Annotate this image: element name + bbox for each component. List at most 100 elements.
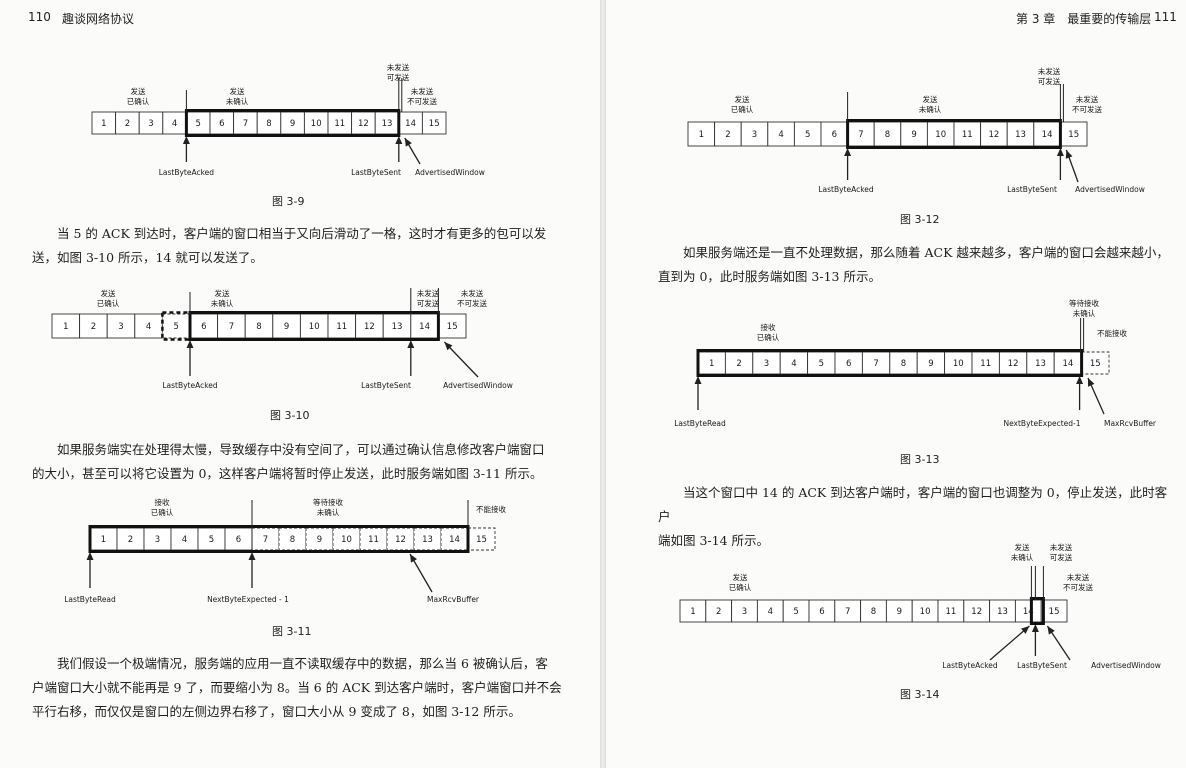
region-label: 可发送 [1038, 76, 1061, 86]
text-line: 平行右移，而仅仅是窗口的左侧边界右移了，窗口大小从 9 变成了 8，如图 3-1… [32, 704, 521, 719]
pointer-arrow-head [844, 148, 852, 156]
packet-number: 5 [195, 119, 200, 129]
region-label: 不能接收 [476, 504, 506, 514]
packet-cell [900, 121, 928, 147]
send-window-frame [1029, 597, 1045, 625]
region-label: 不可发送 [457, 298, 487, 308]
region-label: 未发送 [1038, 66, 1061, 76]
packet-number: 6 [832, 130, 837, 140]
book-gutter [600, 0, 606, 768]
packet-cell [272, 313, 301, 339]
packet-number: 3 [752, 130, 757, 140]
packet-number: 7 [858, 130, 863, 140]
pointer-arrow-head [1065, 150, 1073, 159]
pointer-arrow-head [182, 136, 190, 144]
pointer-arrow-head [407, 340, 415, 348]
packet-number: 11 [980, 359, 991, 369]
region-label: 已确认 [729, 582, 752, 592]
pointer-label: LastByteSent [361, 381, 411, 390]
figure-caption: 图 3-10 [270, 409, 310, 422]
packet-number: 2 [91, 322, 96, 332]
packet-number: 1 [709, 359, 714, 369]
packet-number: 4 [182, 535, 187, 545]
figure-caption: 图 3-9 [272, 195, 305, 208]
region-label: 未确认 [1073, 308, 1096, 318]
packet-cell [820, 121, 849, 147]
pointer-arrow-head [186, 340, 194, 348]
packet-number: 7 [229, 322, 234, 332]
pointer-arrow-head [1056, 148, 1064, 156]
paragraph: 如果服务端还是一直不处理数据，那么随着 ACK 越来越多，客户端的窗口会越来越小… [658, 241, 1178, 289]
packet-number: 12 [395, 535, 406, 545]
packet-number: 2 [125, 119, 130, 129]
pointer-arrow-head [404, 138, 412, 147]
region-label: 发送 [735, 94, 750, 104]
figure-caption: 图 3-14 [900, 688, 940, 701]
paragraph: 当这个窗口中 14 的 ACK 到达客户端时，客户端的窗口也调整为 0，停止发送… [658, 481, 1178, 553]
region-label: 未发送 [1076, 94, 1099, 104]
region-label: 未发送 [1067, 572, 1090, 582]
packet-cell [106, 313, 136, 339]
pointer-label: LastByteSent [351, 168, 401, 177]
packet-number: 13 [422, 535, 433, 545]
packet-number: 9 [911, 130, 916, 140]
packet-number: 3 [742, 607, 747, 617]
pointer-arrow-head [1088, 378, 1095, 387]
pointer-arrow-head [248, 552, 256, 560]
packet-number: 12 [988, 130, 999, 140]
packet-number: 13 [1015, 130, 1026, 140]
region-label: 可发送 [1050, 552, 1073, 562]
packet-number: 14 [405, 119, 416, 129]
region-label: 已确认 [97, 298, 120, 308]
packet-number: 6 [201, 322, 206, 332]
packet-number: 12 [364, 322, 375, 332]
packet-cell [714, 121, 742, 147]
pointer-arrow-head [86, 552, 94, 560]
packet-number: 9 [290, 119, 295, 129]
region-label: 未发送 [461, 288, 484, 298]
packet-cell [793, 121, 822, 147]
packet-number: 6 [236, 535, 241, 545]
region-label: 未确认 [226, 96, 249, 106]
packet-number: 5 [805, 130, 810, 140]
pointer-label: LastByteSent [1007, 185, 1057, 194]
region-label: 未发送 [411, 86, 434, 96]
text-line: 如果服务端实在处理得太慢，导致缓存中没有空间了，可以通过确认信息修改客户端窗口 [57, 442, 545, 457]
packet-number: 5 [793, 607, 798, 617]
pointer-label: NextByteExpected - 1 [207, 595, 289, 604]
packet-cell [926, 121, 955, 147]
chapter-title: 第 3 章 最重要的传输层 [1016, 12, 1152, 26]
packet-number: 15 [476, 535, 487, 545]
packet-number: 10 [935, 130, 946, 140]
region-label: 未确认 [211, 298, 234, 308]
region-label: 发送 [733, 572, 748, 582]
region-label: 发送 [131, 86, 146, 96]
packet-number: 14 [1062, 359, 1073, 369]
packet-number: 15 [447, 322, 458, 332]
region-label: 不可发送 [1063, 582, 1093, 592]
pointer-label: LastByteRead [674, 419, 726, 428]
packet-cell [687, 121, 716, 147]
packet-number: 14 [1023, 607, 1034, 617]
text-line: 户端窗口大小就不能再是 9 了，而要缩小为 8。当 6 的 ACK 到达客户端时… [32, 680, 562, 695]
packet-number: 8 [290, 535, 295, 545]
packet-number: 3 [155, 535, 160, 545]
pointer-arrow-head [1031, 624, 1039, 632]
pointer-label: AdvertisedWindow [1091, 661, 1161, 670]
pointer-arrow-head [395, 136, 403, 144]
packet-number: 2 [736, 359, 741, 369]
packet-number: 4 [146, 322, 151, 332]
packet-number: 9 [897, 607, 902, 617]
region-label: 发送 [230, 86, 245, 96]
packet-number: 7 [243, 119, 248, 129]
text-line: 端如图 3-14 所示。 [658, 533, 770, 548]
packet-number: 9 [284, 322, 289, 332]
packet-number: 14 [449, 535, 460, 545]
pointer-label: MaxRcvBuffer [427, 595, 480, 604]
packet-number: 3 [118, 322, 123, 332]
packet-number: 1 [101, 119, 106, 129]
figure-caption: 图 3-12 [900, 213, 940, 226]
packet-number: 10 [341, 535, 352, 545]
region-label: 已确认 [757, 332, 780, 342]
pointer-label: LastByteAcked [159, 168, 215, 177]
